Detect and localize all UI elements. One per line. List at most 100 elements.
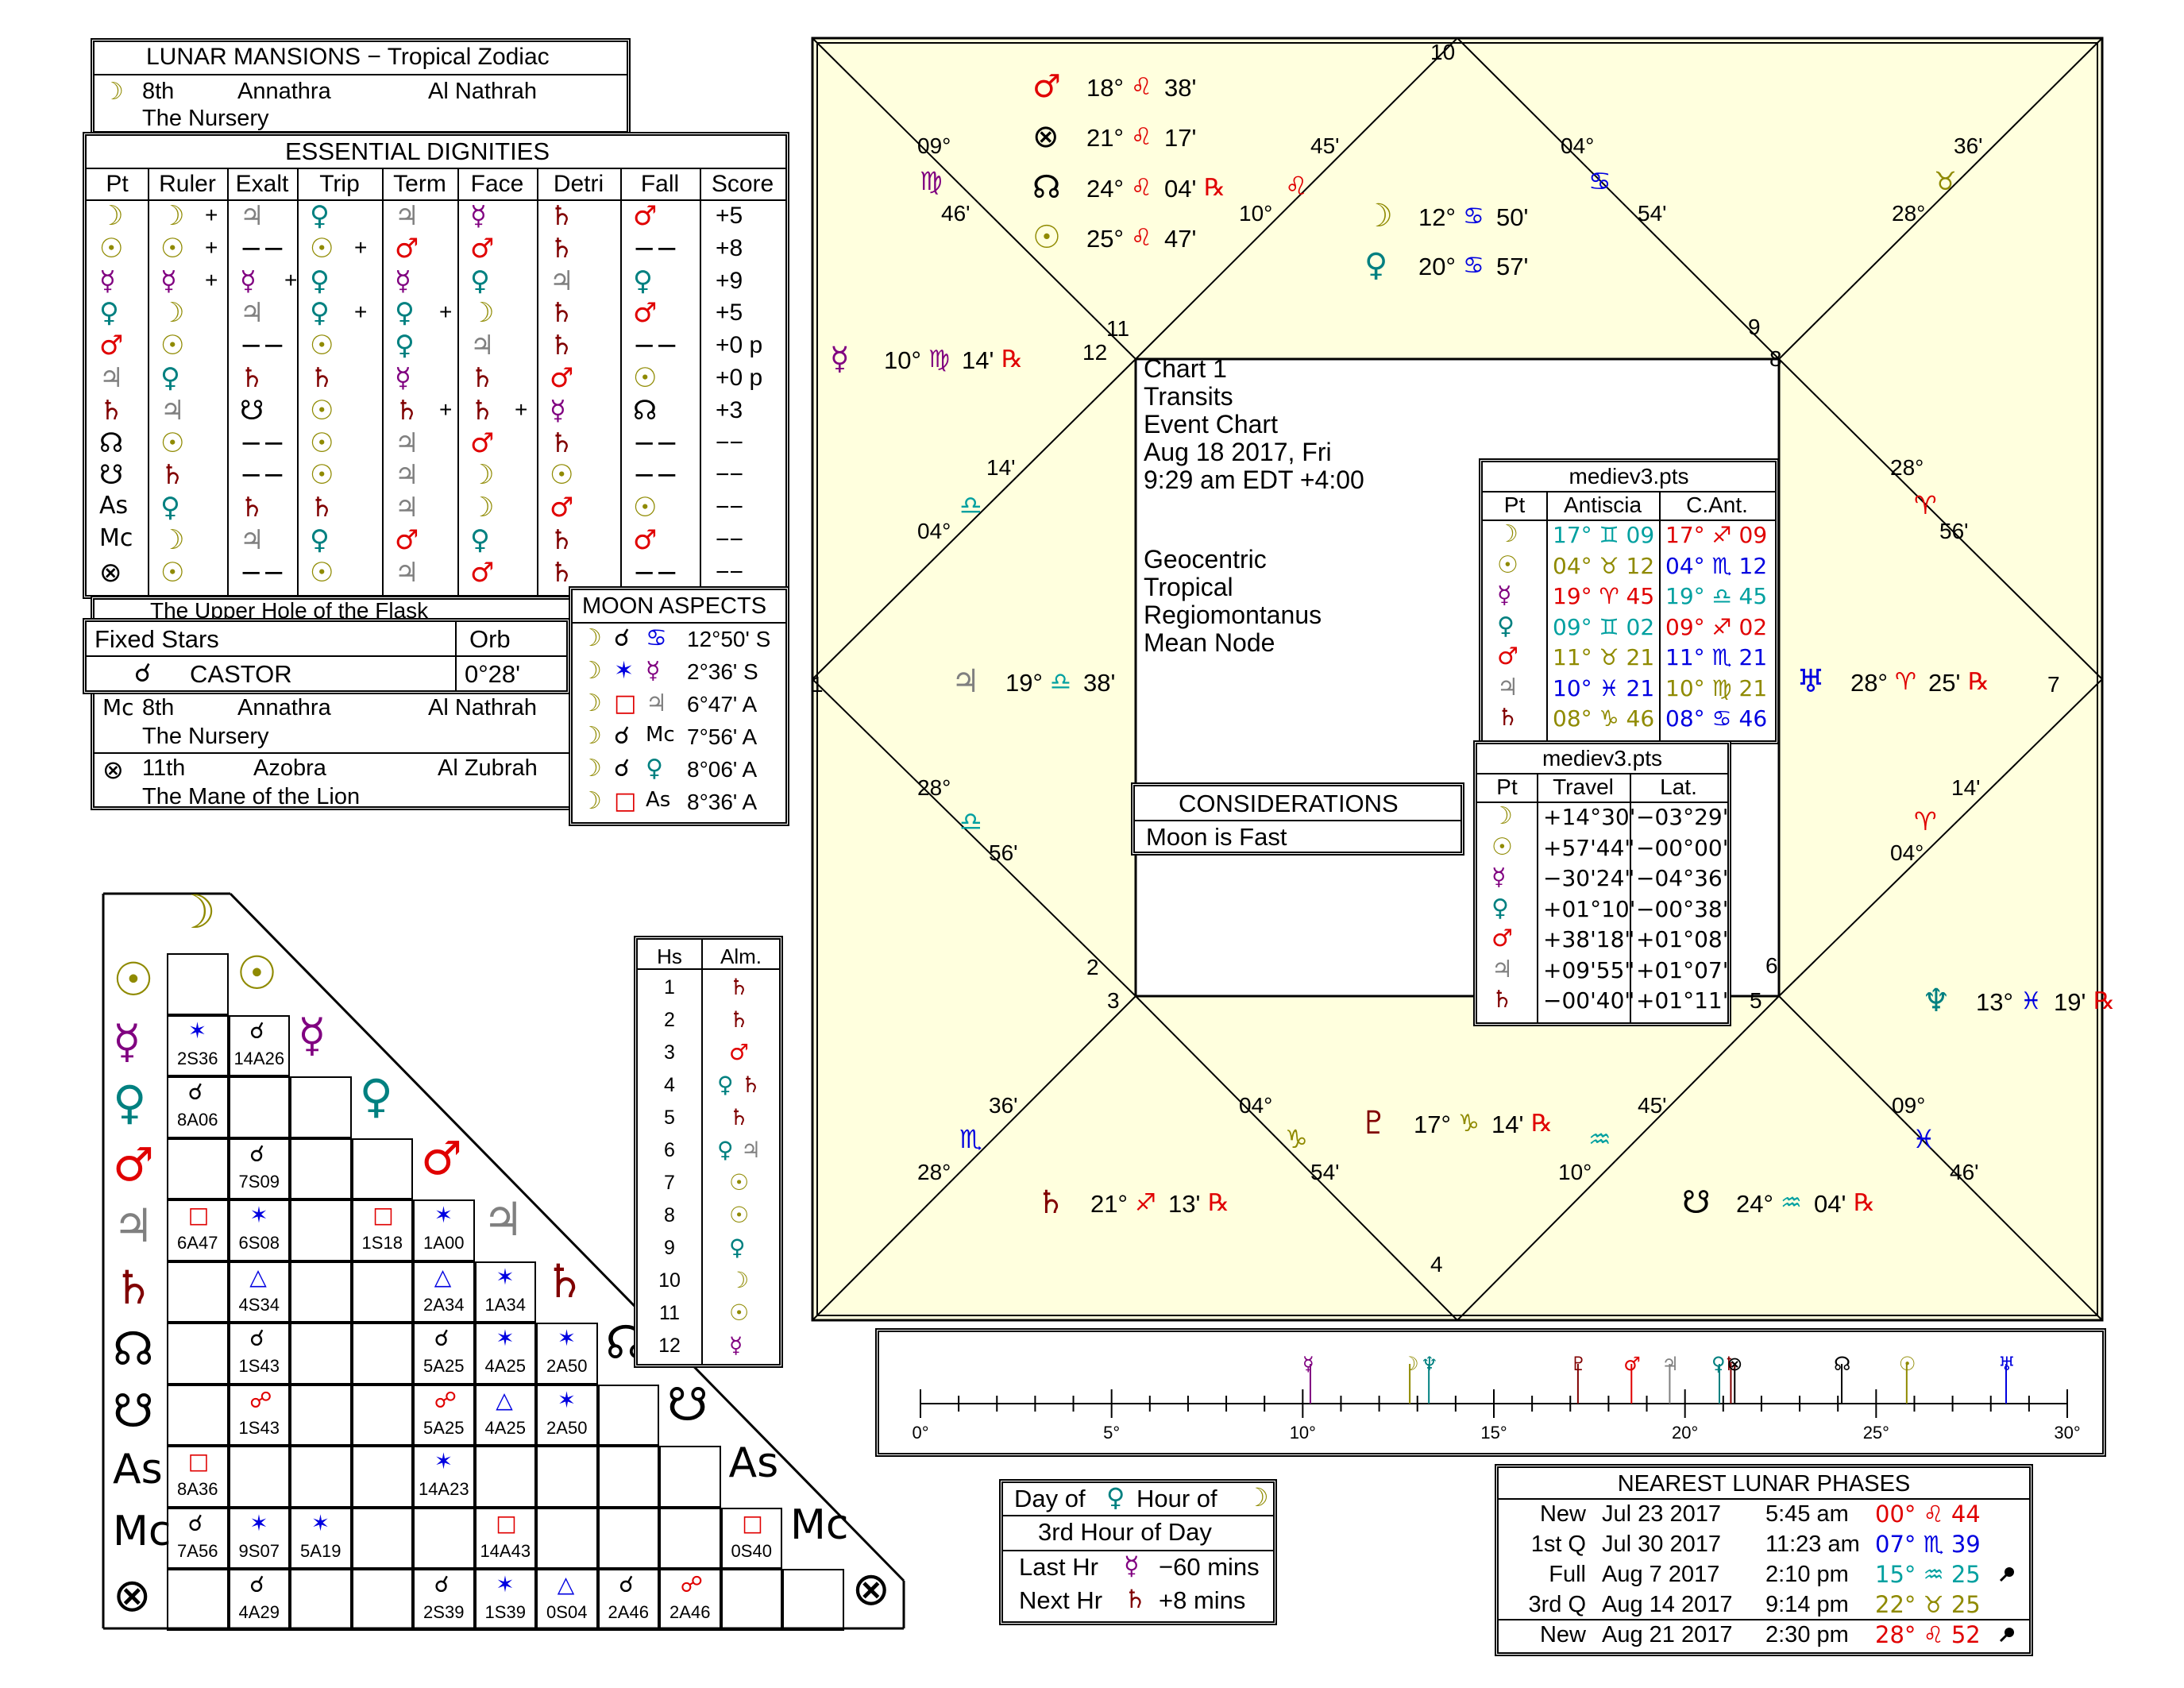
considerations-title: CONSIDERATIONS: [1179, 790, 1399, 817]
aspect-orb: 14A23: [418, 1479, 469, 1499]
house-line: [812, 358, 1136, 680]
aspect-icon: ✶: [496, 1263, 515, 1290]
dignity-plus: +: [205, 267, 218, 292]
pts-header: Travel: [1553, 774, 1614, 799]
phase-time: 2:30 pm: [1765, 1622, 1849, 1647]
planet-glyph-icon: ♀: [310, 297, 330, 330]
planet-glyph-icon: ☽: [1497, 520, 1518, 548]
house-number: 4: [1430, 1252, 1443, 1277]
planet-glyph-icon: ☉: [310, 459, 334, 492]
grid-row-planet-icon: As: [113, 1446, 163, 1493]
zodiac-sign-icon: ♌: [1285, 171, 1308, 201]
pts-value: +01°10': [1543, 895, 1636, 922]
aspect-grid-cell: [228, 1323, 290, 1385]
pts-header: Lat.: [1660, 774, 1697, 799]
pts-value: +09'55": [1543, 956, 1635, 983]
planet-glyph-icon: ♄: [550, 330, 574, 362]
zodiac-sign-icon: ♍: [928, 346, 950, 373]
moon-icon: ☽: [102, 78, 124, 106]
grid-column-planet-icon: Mc: [790, 1501, 849, 1549]
aspect-grid-cell: [413, 1507, 475, 1569]
grid-row-planet-icon: ♄: [113, 1260, 154, 1315]
houses-header: Hs: [657, 944, 682, 968]
planet-degree: 13°: [1976, 988, 2013, 1016]
planet-glyph-icon: ♂: [633, 200, 658, 232]
aspect-grid-cell: [351, 1569, 413, 1631]
zodiac-sign-icon: ♓: [2020, 987, 2042, 1015]
divider: [1135, 820, 1461, 821]
planet-glyph-icon: ☿: [240, 265, 257, 297]
house-number: 12: [658, 1335, 681, 1357]
mansion-number: 8th: [142, 695, 175, 720]
aspect-icon: ✶: [614, 657, 635, 685]
grid-column-planet-icon: ☿: [298, 1007, 326, 1062]
dignity-score: +5: [716, 299, 743, 326]
aspect-orb: 4A29: [238, 1602, 280, 1622]
aspect-icon: ☌: [187, 1509, 203, 1536]
moon-icon: ☽: [581, 624, 602, 652]
dash-placeholder: −−: [240, 330, 285, 362]
aspect-icon: □: [614, 689, 637, 717]
planet-glyph-icon: ♅: [1796, 663, 1825, 700]
aspect-grid-cell: [228, 1384, 290, 1446]
aspect-grid-cell: [351, 1507, 413, 1569]
planet-glyph-icon: ☉: [729, 1202, 750, 1228]
planet-minutes: 13': [1168, 1190, 1201, 1218]
moon-icon: ☽: [581, 657, 602, 685]
aspect-icon: △: [496, 1386, 513, 1413]
aspect-grid-cell: [413, 1261, 475, 1323]
planet-glyph-icon: ♃: [240, 524, 264, 556]
planet-glyph-icon: Mc: [99, 524, 133, 552]
aspect-orb: 0S40: [731, 1540, 772, 1561]
aspect-orb: 1S39: [484, 1602, 526, 1622]
planet-glyph-icon: ♂: [99, 330, 124, 362]
mansion-arabic: Al Nathrah: [428, 695, 538, 720]
aspect-orb: 2A46: [608, 1602, 649, 1622]
planet-minutes: 50': [1496, 203, 1529, 231]
planet-glyph-icon: ☉: [310, 232, 334, 265]
pts-title: mediev3.pts: [1569, 464, 1689, 489]
dial-planet-icon: ♆: [1421, 1353, 1438, 1375]
dial-tick-label: 15°: [1480, 1423, 1507, 1443]
column-divider: [537, 168, 538, 595]
planet-degree: 18°: [1086, 74, 1124, 102]
planet-glyph-icon: ♃: [951, 663, 980, 700]
planet-glyph-icon: Mc: [646, 723, 675, 747]
retrograde-icon: ℞: [1204, 174, 1225, 202]
zodiac-sign-icon: ♒: [1781, 1189, 1802, 1217]
planet-glyph-icon: ♄: [1036, 1184, 1065, 1221]
mansion-desc: The Nursery: [142, 724, 269, 749]
dignity-plus: +: [205, 203, 218, 227]
phase-date: Aug 21 2017: [1602, 1622, 1733, 1647]
considerations-text: Moon is Fast: [1146, 823, 1287, 851]
column-divider: [701, 940, 703, 1364]
aspect-icon: △: [557, 1571, 575, 1597]
aspect-value: 2°36' S: [687, 659, 758, 684]
aspect-orb: 8A36: [177, 1479, 218, 1499]
aspect-grid-cell: [290, 1446, 352, 1508]
house-number: 6: [664, 1139, 675, 1161]
planet-degree: 20°: [1418, 253, 1456, 280]
planet-glyph-icon: ☽: [99, 200, 124, 232]
dignities-header: Exalt: [235, 171, 289, 197]
cusp-degree: 14': [986, 455, 1016, 480]
aspect-grid-cell: [167, 1507, 229, 1569]
aspect-grid-cell: [228, 1076, 290, 1138]
planet-minutes: 38': [1164, 74, 1197, 102]
planet-glyph-icon: ♃: [741, 1137, 762, 1163]
zodiac-sign-icon: ♈: [1914, 806, 1937, 836]
house-line: [1457, 37, 1780, 360]
planet-glyph-icon: ☉: [310, 427, 334, 459]
aspect-value: 6°47' A: [687, 692, 758, 717]
planet-glyph-icon: ☿: [470, 200, 487, 232]
planet-glyph-icon: ☋: [1682, 1184, 1711, 1221]
aspect-orb: 6A47: [177, 1233, 218, 1253]
planet-glyph-icon: ☉: [1491, 832, 1513, 861]
dignity-plus: +: [515, 396, 528, 422]
planet-glyph-icon: ☉: [729, 1169, 750, 1196]
planet-glyph-icon: ♄: [395, 394, 419, 427]
dignity-score: +8: [716, 234, 743, 261]
aspect-grid-cell: [228, 1199, 290, 1261]
aspect-grid-cell: [597, 1384, 659, 1446]
